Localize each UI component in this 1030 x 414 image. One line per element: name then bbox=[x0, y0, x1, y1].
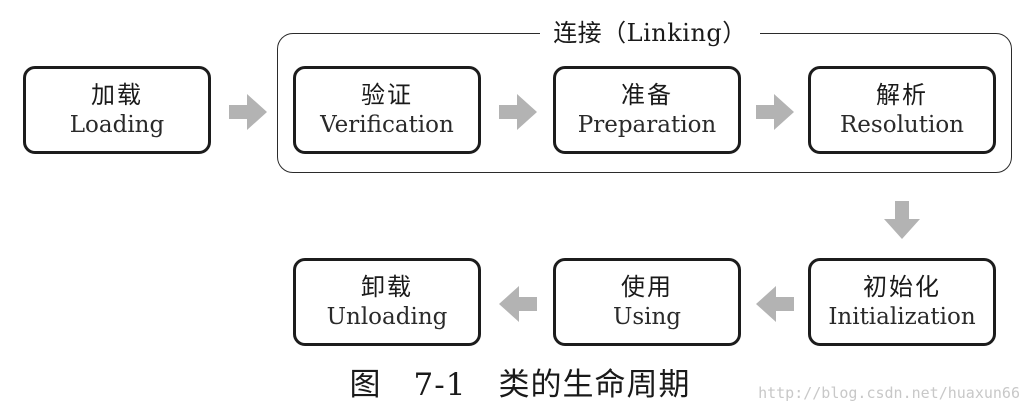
linking-group-label: 连接（Linking） bbox=[540, 18, 760, 48]
stage-using: 使用 Using bbox=[553, 258, 741, 346]
arrow-right-icon bbox=[756, 94, 794, 130]
stage-preparation-en: Preparation bbox=[577, 112, 717, 138]
stage-loading-en: Loading bbox=[69, 112, 165, 138]
stage-loading: 加载 Loading bbox=[23, 66, 211, 154]
watermark-url: http://blog.csdn.net/huaxun66 bbox=[758, 384, 1020, 402]
stage-verification-en: Verification bbox=[320, 112, 454, 138]
arrow-right-icon bbox=[499, 94, 537, 130]
stage-loading-zh: 加载 bbox=[91, 81, 143, 109]
stage-unloading-en: Unloading bbox=[326, 304, 448, 330]
stage-verification: 验证 Verification bbox=[293, 66, 481, 154]
stage-resolution-zh: 解析 bbox=[876, 81, 928, 109]
stage-preparation: 准备 Preparation bbox=[553, 66, 741, 154]
stage-initialization-zh: 初始化 bbox=[863, 273, 941, 301]
stage-using-en: Using bbox=[612, 304, 682, 330]
stage-using-zh: 使用 bbox=[621, 273, 673, 301]
stage-resolution: 解析 Resolution bbox=[808, 66, 996, 154]
stage-initialization-en: Initialization bbox=[828, 304, 976, 330]
arrow-left-icon bbox=[756, 286, 794, 322]
stage-resolution-en: Resolution bbox=[839, 112, 964, 138]
stage-unloading: 卸载 Unloading bbox=[293, 258, 481, 346]
arrow-down-icon bbox=[884, 201, 920, 239]
stage-initialization: 初始化 Initialization bbox=[808, 258, 996, 346]
figure-caption: 图 7-1 类的生命周期 bbox=[349, 367, 691, 403]
arrow-left-icon bbox=[499, 286, 537, 322]
stage-preparation-zh: 准备 bbox=[621, 81, 673, 109]
stage-verification-zh: 验证 bbox=[361, 81, 413, 109]
stage-unloading-zh: 卸载 bbox=[361, 273, 413, 301]
arrow-right-icon bbox=[229, 94, 267, 130]
